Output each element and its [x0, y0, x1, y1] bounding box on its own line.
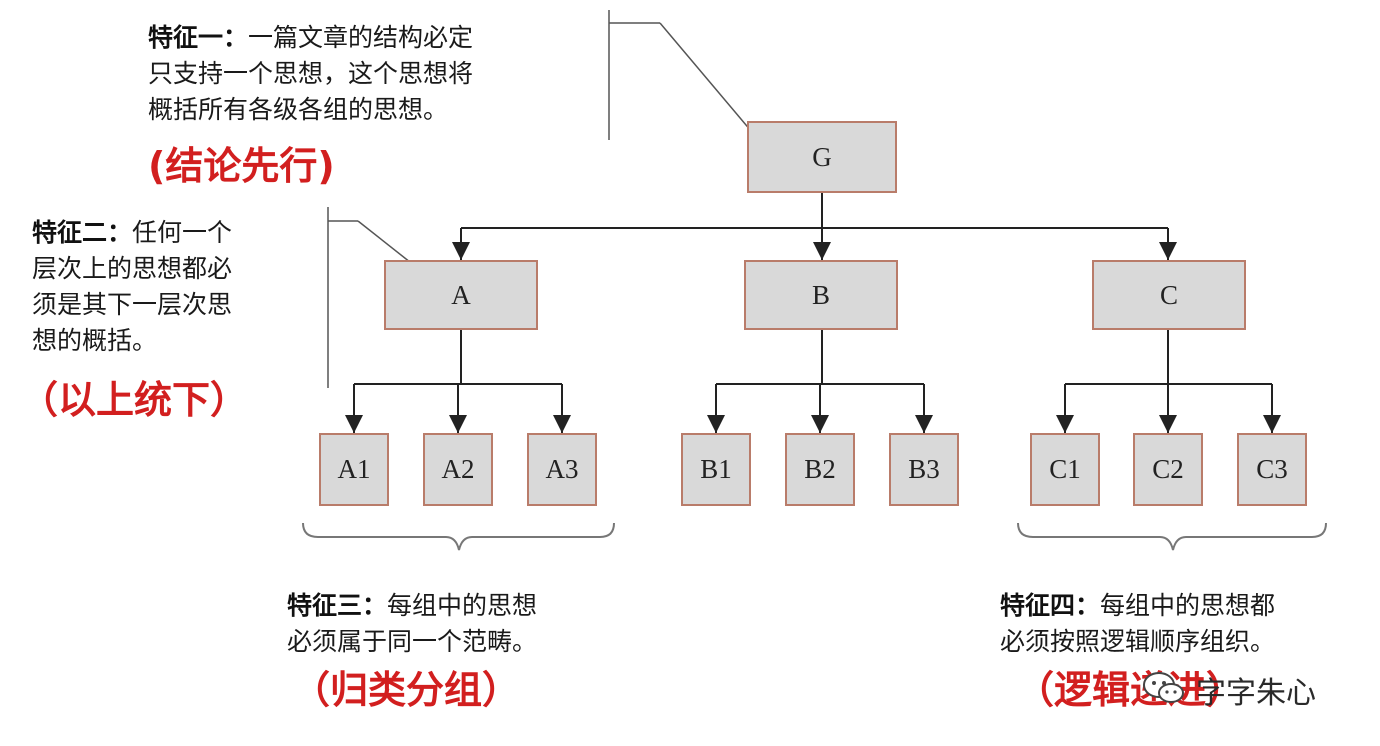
brace-c-group — [1017, 522, 1327, 551]
node-b1: B1 — [681, 433, 751, 506]
connector-b-to-children — [707, 330, 933, 433]
feature-three-tag: （归类分组） — [292, 668, 521, 712]
node-c1: C1 — [1030, 433, 1100, 506]
feature-three-line-1: 每组中的思想 — [387, 591, 538, 620]
node-a2: A2 — [423, 433, 493, 506]
node-b2: B2 — [785, 433, 855, 506]
feature-three-label: 特征三： — [287, 591, 388, 620]
feature-one-text: 特征一：一篇文章的结构必定只支持一个思想，这个思想将概括所有各级各组的思想。 — [148, 20, 473, 128]
feature-two-line-2: 层次上的思想都必 — [32, 254, 233, 283]
feature-two-line-1: 任何一个 — [132, 218, 233, 247]
node-b: B — [744, 260, 898, 330]
feature-one-line-3: 概括所有各级各组的思想。 — [148, 95, 449, 124]
connector-c-to-children — [1056, 330, 1281, 433]
feature-four-tag: （逻辑递进） — [1016, 668, 1245, 712]
connector-g-to-level1 — [452, 193, 1177, 260]
node-b3: B3 — [889, 433, 959, 506]
node-a3: A3 — [527, 433, 597, 506]
feature-two-line-4: 想的概括。 — [32, 326, 158, 355]
watermark-text: 字字朱心 — [1196, 676, 1316, 711]
feature-one-line-2: 只支持一个思想，这个思想将 — [148, 59, 474, 88]
feature-four-text: 特征四：每组中的思想都必须按照逻辑顺序组织。 — [1000, 588, 1275, 660]
feature-two-label: 特征二： — [32, 218, 133, 247]
brace-a-group — [302, 522, 615, 551]
feature-four-label: 特征四： — [1000, 591, 1101, 620]
node-c: C — [1092, 260, 1246, 330]
feature-three-line-2: 必须属于同一个范畴。 — [287, 627, 538, 656]
node-a: A — [384, 260, 538, 330]
node-c2: C2 — [1133, 433, 1203, 506]
feature-four-line-1: 每组中的思想都 — [1100, 591, 1276, 620]
node-c3: C3 — [1237, 433, 1307, 506]
node-g: G — [747, 121, 897, 193]
feature-one-tag: (结论先行) — [148, 144, 335, 188]
feature-two-line-3: 须是其下一层次思 — [32, 290, 233, 319]
feature-four-line-2: 必须按照逻辑顺序组织。 — [1000, 627, 1276, 656]
feature-one-label: 特征一： — [148, 23, 249, 52]
wechat-icon — [1143, 672, 1184, 703]
node-a1: A1 — [319, 433, 389, 506]
feature-one-line-1: 一篇文章的结构必定 — [248, 23, 474, 52]
feature-two-tag: （以上统下） — [20, 378, 249, 422]
feature-two-text: 特征二：任何一个层次上的思想都必须是其下一层次思想的概括。 — [32, 215, 232, 359]
connector-a-to-children — [345, 330, 571, 433]
feature-three-text: 特征三：每组中的思想必须属于同一个范畴。 — [287, 588, 537, 660]
